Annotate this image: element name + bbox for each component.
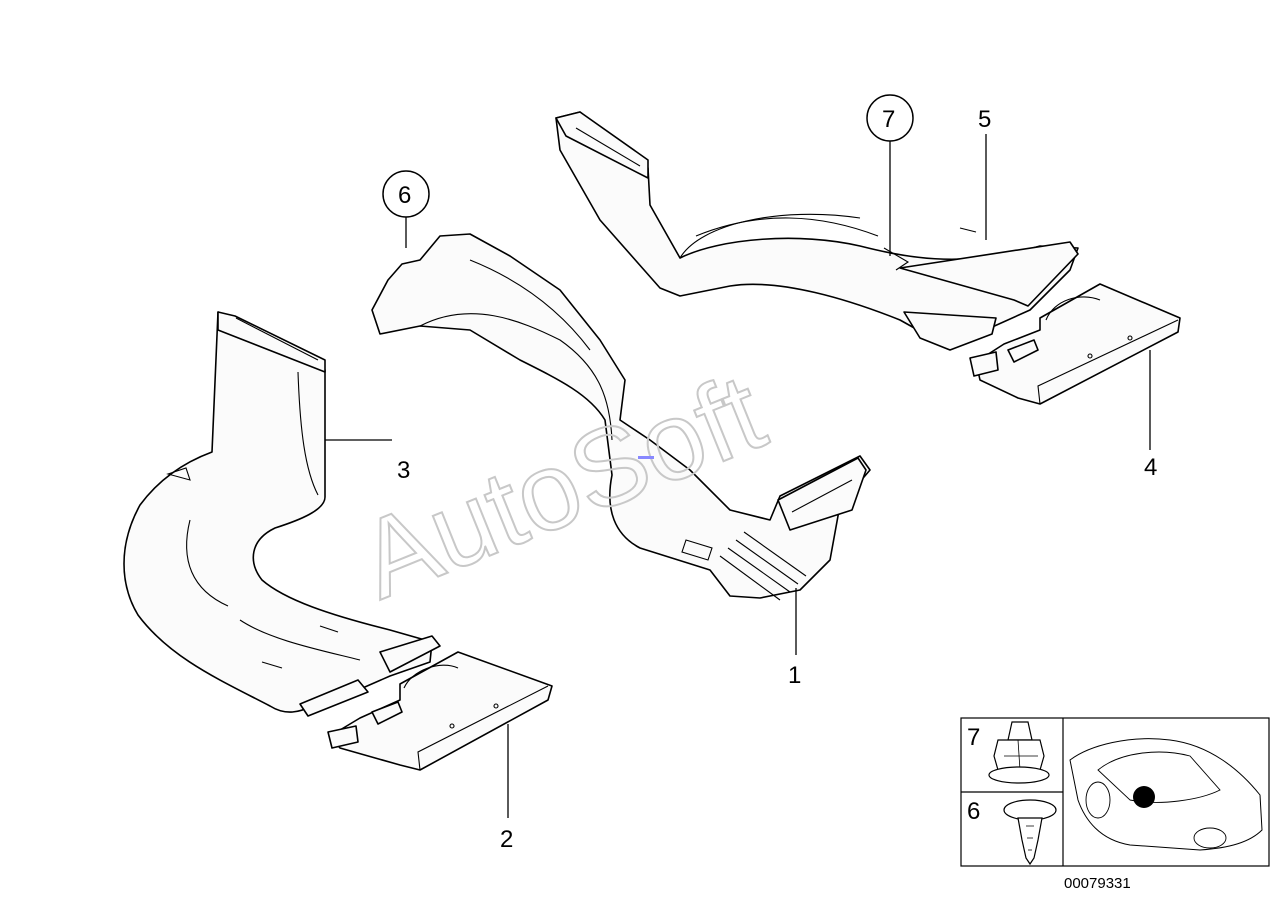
nut-icon [988, 721, 1050, 784]
legend-number-6: 6 [967, 798, 980, 825]
clip-icon [1003, 799, 1057, 866]
leader-lines [325, 134, 1151, 818]
legend-number-7: 7 [967, 724, 980, 751]
callout-6-circle [382, 170, 430, 218]
car-location-icon [1069, 738, 1263, 851]
location-marker-icon [1133, 786, 1155, 808]
callout-5: 5 [978, 106, 991, 133]
drawing-number: 00079331 [1064, 875, 1131, 892]
fastener-legend: 7 6 [960, 717, 1270, 867]
watermark-dash [638, 456, 654, 459]
duct-part-3 [123, 311, 441, 717]
callout-2: 2 [500, 826, 513, 853]
callout-7: 7 [882, 106, 895, 133]
duct-part-2 [327, 651, 553, 771]
callout-3: 3 [397, 457, 410, 484]
callout-7-circle [866, 94, 914, 142]
watermark: AutoSoft [343, 350, 780, 622]
duct-part-1 [371, 233, 871, 601]
callout-6: 6 [398, 182, 411, 209]
callout-1: 1 [788, 662, 801, 689]
callout-4: 4 [1144, 454, 1157, 481]
duct-part-5 [555, 111, 1079, 351]
duct-part-4 [969, 283, 1181, 405]
